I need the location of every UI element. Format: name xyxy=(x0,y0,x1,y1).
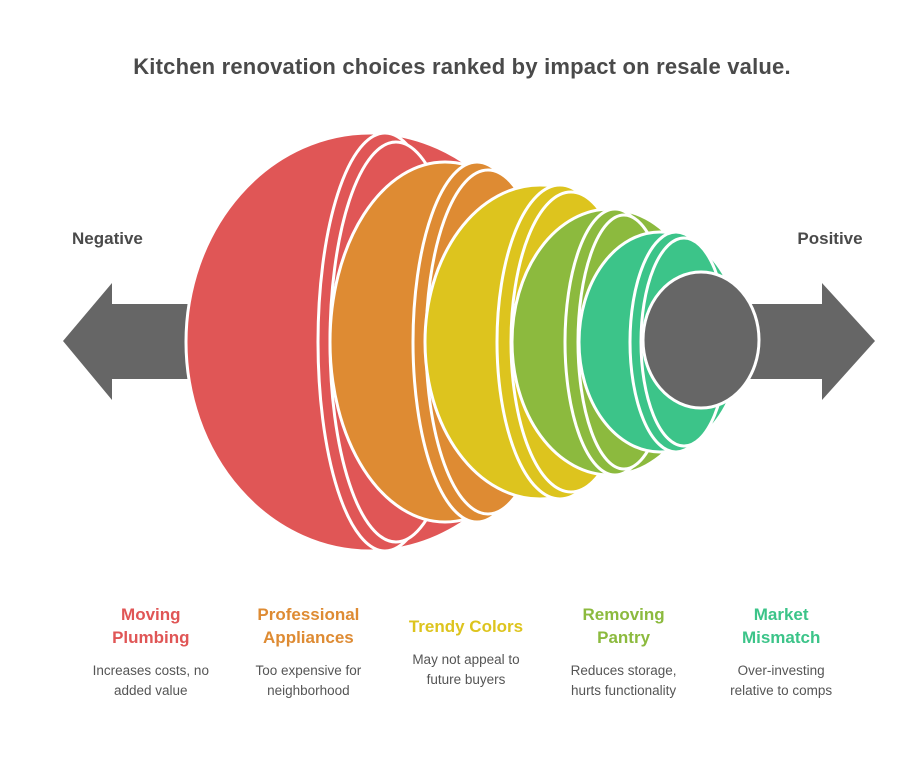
label-moving-plumbing-desc: Increases costs, no added value xyxy=(92,663,209,699)
label-moving-plumbing: Moving Plumbing Increases costs, no adde… xyxy=(72,594,230,712)
label-professional-appliances: Professional Appliances Too expensive fo… xyxy=(230,594,388,712)
page-title: Kitchen renovation choices ranked by imp… xyxy=(133,54,791,79)
label-market-mismatch: Market Mismatch Over-investing relative … xyxy=(702,594,860,712)
funnel-center-sphere xyxy=(641,270,761,410)
label-moving-plumbing-title: Moving Plumbing xyxy=(112,605,190,648)
label-removing-pantry-desc: Reduces storage, hurts functionality xyxy=(570,663,677,699)
label-removing-pantry-title: Removing Pantry xyxy=(582,605,665,648)
label-removing-pantry: Removing Pantry Reduces storage, hurts f… xyxy=(545,594,703,712)
funnel-diagram xyxy=(63,131,875,553)
label-market-mismatch-desc: Over-investing relative to comps xyxy=(730,663,833,699)
labels-row: Moving Plumbing Increases costs, no adde… xyxy=(72,594,860,712)
positive-label: Positive xyxy=(797,229,863,248)
label-professional-appliances-title: Professional Appliances xyxy=(257,605,360,648)
negative-label: Negative xyxy=(72,229,143,248)
label-market-mismatch-title: Market Mismatch xyxy=(741,605,821,648)
label-trendy-colors: Trendy Colors May not appeal to future b… xyxy=(387,594,545,712)
label-trendy-colors-desc: May not appeal to future buyers xyxy=(412,651,520,687)
label-trendy-colors-title: Trendy Colors xyxy=(408,616,524,636)
label-professional-appliances-desc: Too expensive for neighborhood xyxy=(255,663,362,699)
